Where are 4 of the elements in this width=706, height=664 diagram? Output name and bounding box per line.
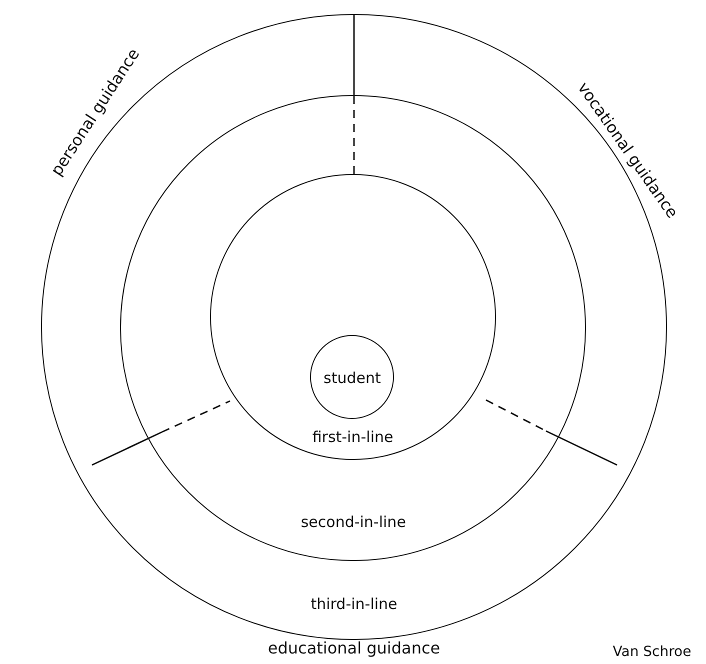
ring-circle <box>210 174 496 460</box>
source-note: Van Schroe <box>612 644 692 660</box>
ring-circle <box>310 335 394 420</box>
sector-label: educational guidance <box>268 638 440 658</box>
